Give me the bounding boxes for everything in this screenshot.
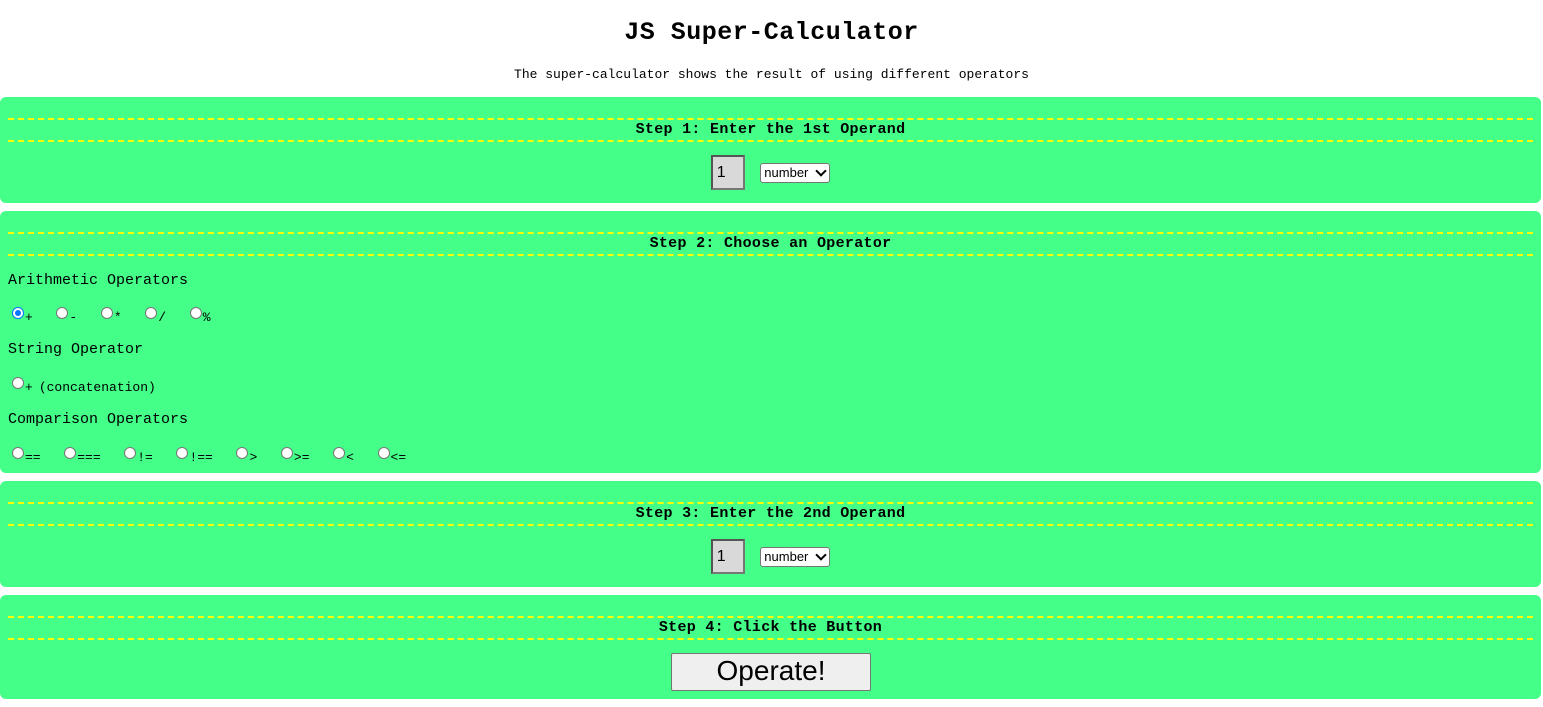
radio-label: + bbox=[25, 380, 33, 395]
page-title: JS Super-Calculator bbox=[624, 18, 919, 47]
radio-option-less[interactable]: < bbox=[333, 447, 354, 465]
radio-option-greater[interactable]: > bbox=[236, 447, 257, 465]
first-operand-input[interactable]: 1 bbox=[710, 155, 745, 190]
radio-option-divide[interactable]: / bbox=[145, 307, 166, 325]
chevron-down-icon bbox=[815, 164, 827, 177]
radio-button[interactable] bbox=[100, 307, 113, 319]
radio-option-concatenate[interactable]: + (concatenation) bbox=[12, 377, 156, 395]
radio-label: >= bbox=[293, 450, 310, 465]
comparison-operators-group: == === != !== > >= < <= bbox=[12, 447, 420, 465]
radio-option-greater-equal[interactable]: >= bbox=[280, 447, 310, 465]
step4-heading: Step 4: Click the Button bbox=[8, 616, 1533, 640]
radio-label: + bbox=[25, 310, 33, 325]
operate-button[interactable]: Operate! bbox=[671, 653, 871, 691]
first-operand-type-value: number bbox=[764, 164, 809, 180]
radio-label: - bbox=[69, 310, 78, 325]
radio-label: == bbox=[25, 450, 41, 465]
step3-heading: Step 3: Enter the 2nd Operand bbox=[8, 502, 1533, 526]
chevron-down-icon bbox=[815, 548, 827, 561]
radio-option-equal[interactable]: == bbox=[12, 447, 41, 465]
radio-label: > bbox=[249, 450, 258, 465]
radio-label: <= bbox=[390, 450, 407, 465]
step2-heading: Step 2: Choose an Operator bbox=[8, 232, 1533, 256]
step2-panel: Step 2: Choose an Operator Arithmetic Op… bbox=[0, 211, 1541, 473]
radio-button[interactable] bbox=[64, 447, 77, 459]
step1-heading: Step 1: Enter the 1st Operand bbox=[8, 118, 1533, 142]
second-operand-input[interactable]: 1 bbox=[710, 539, 745, 574]
radio-button[interactable] bbox=[176, 447, 189, 459]
concatenation-note: (concatenation) bbox=[38, 380, 156, 395]
radio-option-strict-equal[interactable]: === bbox=[64, 447, 101, 465]
radio-button[interactable] bbox=[124, 447, 137, 459]
radio-button[interactable] bbox=[12, 307, 24, 319]
radio-option-multiply[interactable]: * bbox=[100, 307, 122, 325]
second-operand-type-select[interactable]: number bbox=[760, 546, 831, 567]
step3-operand-row: 1 number bbox=[0, 539, 1541, 579]
string-operator-label: String Operator bbox=[8, 341, 144, 358]
page-subtitle: The super-calculator shows the result of… bbox=[514, 67, 1029, 82]
arithmetic-operators-label: Arithmetic Operators bbox=[8, 272, 189, 289]
radio-button[interactable] bbox=[145, 307, 158, 319]
radio-button[interactable] bbox=[12, 447, 24, 459]
radio-label: % bbox=[202, 310, 211, 325]
radio-button[interactable] bbox=[56, 307, 69, 319]
step4-panel: Step 4: Click the Button Operate! bbox=[0, 595, 1541, 699]
radio-label: === bbox=[77, 450, 101, 465]
radio-button[interactable] bbox=[189, 307, 202, 319]
step3-panel: Step 3: Enter the 2nd Operand 1 number bbox=[0, 481, 1541, 587]
first-operand-type-select[interactable]: number bbox=[760, 162, 831, 183]
radio-button[interactable] bbox=[333, 447, 346, 459]
radio-label: != bbox=[137, 450, 153, 465]
radio-option-less-equal[interactable]: <= bbox=[377, 447, 407, 465]
radio-option-add[interactable]: + bbox=[12, 307, 33, 325]
radio-button[interactable] bbox=[12, 377, 24, 389]
radio-label: * bbox=[113, 310, 122, 325]
radio-option-modulo[interactable]: % bbox=[189, 307, 211, 325]
radio-option-strict-not-equal[interactable]: !== bbox=[176, 447, 213, 465]
radio-button[interactable] bbox=[377, 447, 390, 459]
radio-button[interactable] bbox=[280, 447, 293, 459]
string-operator-group: + (concatenation) bbox=[12, 377, 170, 395]
radio-label: < bbox=[346, 450, 354, 465]
radio-option-not-equal[interactable]: != bbox=[124, 447, 153, 465]
step1-operand-row: 1 number bbox=[0, 155, 1541, 195]
radio-label: / bbox=[158, 310, 167, 325]
radio-label: !== bbox=[189, 450, 213, 465]
step1-panel: Step 1: Enter the 1st Operand 1 number bbox=[0, 97, 1541, 203]
arithmetic-operators-group: + - * / % bbox=[12, 307, 225, 325]
radio-option-subtract[interactable]: - bbox=[56, 307, 77, 325]
radio-button[interactable] bbox=[236, 447, 249, 459]
second-operand-type-value: number bbox=[764, 548, 809, 564]
comparison-operators-label: Comparison Operators bbox=[8, 411, 189, 428]
